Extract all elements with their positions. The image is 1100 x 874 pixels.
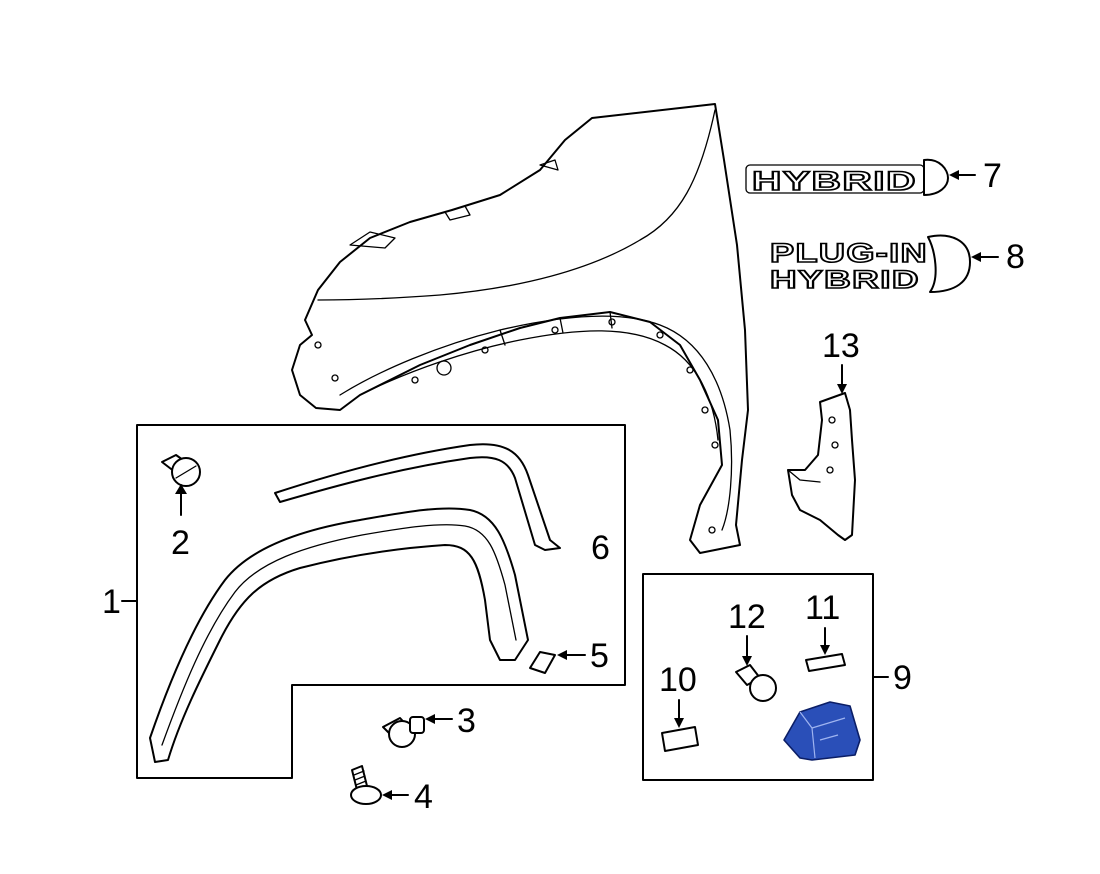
plugin-emblem-line2: HYBRID (770, 266, 920, 294)
part-3-push-clip (382, 714, 453, 748)
fender-panel (291, 103, 749, 554)
callout-5: 5 (590, 637, 609, 675)
plugin-emblem-line1: PLUG-IN (770, 238, 928, 268)
part-11-tape (805, 627, 846, 672)
part-2-clip (161, 454, 201, 516)
part-10-pad (661, 699, 699, 752)
callout-13: 13 (822, 327, 860, 365)
hybrid-emblem-text: HYBRID (752, 166, 917, 196)
bracket-highlight (783, 701, 861, 761)
callout-3: 3 (457, 702, 476, 740)
callout-11: 11 (805, 589, 840, 627)
callout-7: 7 (983, 157, 1002, 195)
callout-10: 10 (659, 661, 697, 699)
part-5-pad (529, 650, 586, 674)
callout-8: 8 (1006, 238, 1025, 276)
callout-1: 1 (102, 583, 121, 621)
part-7-hybrid-emblem: HYBRID (745, 158, 976, 197)
callout-2: 2 (171, 524, 190, 562)
group-box-wheel-opening (121, 424, 626, 779)
callout-labels: 1 2 3 4 5 6 7 8 9 10 11 12 13 (102, 157, 1025, 816)
part-12-clip (735, 635, 777, 702)
part-6-arch-strip (274, 443, 561, 551)
callout-12: 12 (728, 598, 766, 636)
part-1-fender-flare (149, 507, 529, 763)
callout-6: 6 (591, 529, 610, 567)
part-13-mud-flap (787, 364, 856, 541)
group-box-mudflap-hardware (642, 573, 889, 781)
part-8-plugin-hybrid-emblem: PLUG-IN HYBRID (769, 234, 999, 295)
part-4-screw (350, 765, 409, 805)
part-9-bracket (783, 701, 861, 761)
callout-9: 9 (893, 659, 912, 697)
callout-4: 4 (414, 778, 433, 816)
